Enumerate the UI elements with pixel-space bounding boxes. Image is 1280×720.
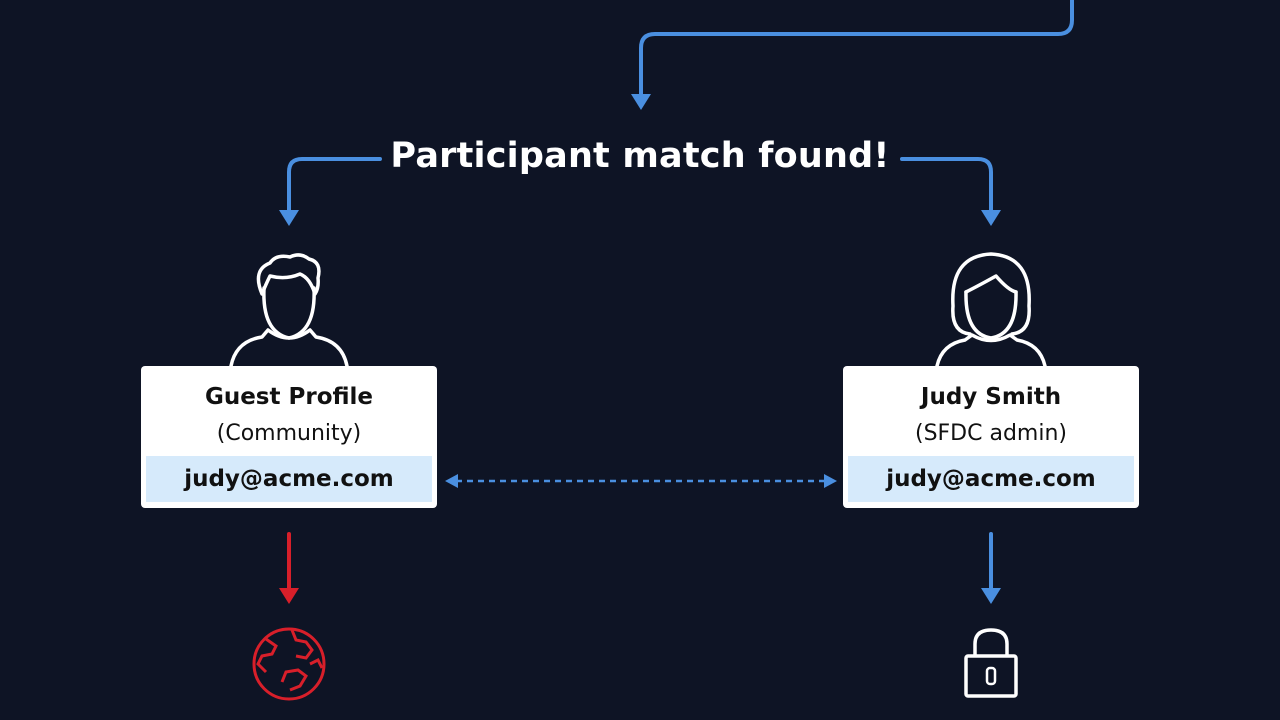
guest-profile-card: Guest Profile (Community) judy@acme.com bbox=[141, 366, 437, 508]
female-user-icon bbox=[935, 252, 1047, 368]
right-result-arrow bbox=[981, 532, 1001, 604]
admin-user-card: Judy Smith (SFDC admin) judy@acme.com bbox=[843, 366, 1139, 508]
lock-icon bbox=[964, 628, 1018, 698]
male-user-icon bbox=[229, 253, 349, 368]
email-match-link bbox=[445, 474, 837, 488]
card-email: judy@acme.com bbox=[146, 456, 432, 502]
match-found-headline: Participant match found! bbox=[390, 136, 890, 176]
card-name: Guest Profile bbox=[204, 384, 374, 410]
card-name: Judy Smith bbox=[920, 384, 1062, 410]
right-branch-arrow bbox=[900, 157, 1001, 226]
left-result-arrow bbox=[279, 532, 299, 604]
card-role: (SFDC admin) bbox=[914, 421, 1067, 446]
left-branch-arrow bbox=[279, 157, 382, 226]
card-role: (Community) bbox=[216, 421, 362, 446]
incoming-arrow bbox=[631, 0, 1074, 110]
globe-icon bbox=[252, 627, 326, 701]
card-email: judy@acme.com bbox=[848, 456, 1134, 502]
